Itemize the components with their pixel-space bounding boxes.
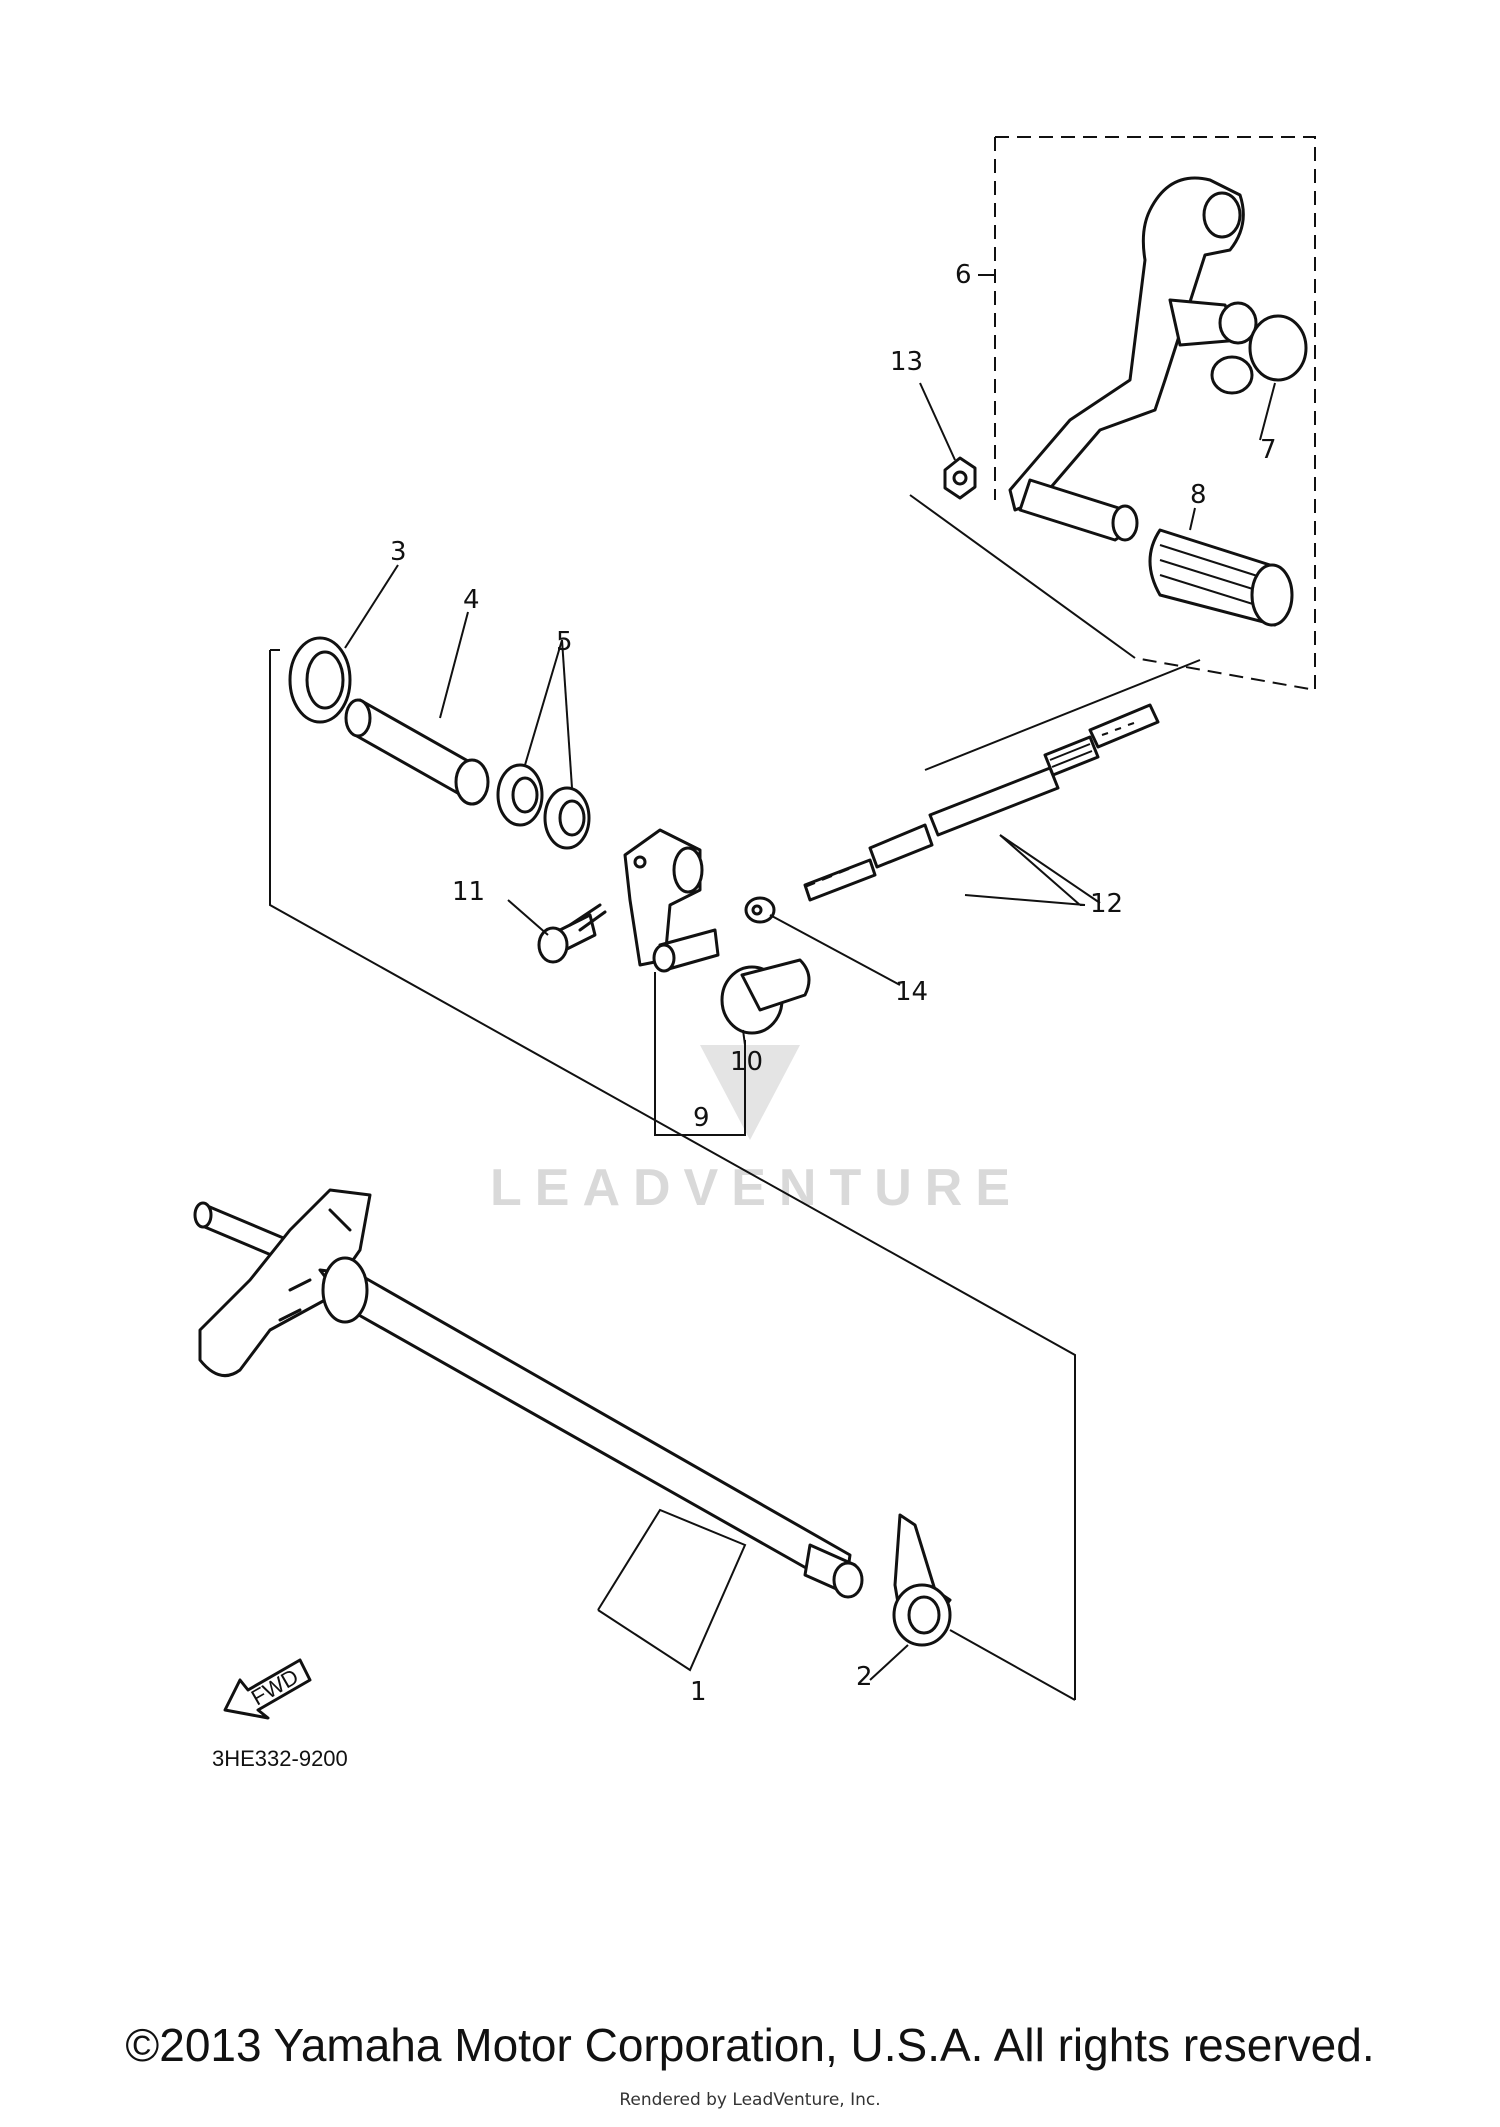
callout-1: 1 [690,1677,707,1707]
collar [344,698,490,806]
shift-arm [623,828,720,973]
ball-joint [720,958,811,1035]
bolt-11 [537,903,607,964]
callout-13: 13 [890,347,923,377]
callout-9: 9 [693,1103,710,1133]
watermark-text: LEADVENTURE [490,1159,1023,1217]
pedal-rubber [1148,528,1294,627]
callout-3: 3 [390,537,407,567]
lever-group-line-bottom [909,494,1136,659]
leadventure-watermark: LEADVENTURE [490,1045,1023,1217]
oil-seal [288,636,352,724]
callout-5: 5 [556,627,573,657]
callout-12: 12 [1090,889,1123,919]
shift-rod [803,703,1160,902]
callout-11: 11 [452,877,485,907]
return-spring [892,1513,952,1647]
pivot-bolt [1168,298,1308,395]
nut-14 [744,896,776,924]
rendered-by-notice: Rendered by LeadVenture, Inc. [619,2090,881,2110]
callout-8: 8 [1190,480,1207,510]
nut-13 [943,456,977,500]
callout-14: 14 [895,977,928,1007]
leader-lines [344,274,1276,1681]
lever-group-dashed-box [995,136,1316,692]
outer-bracket-left [269,650,1076,1700]
bracket-line-1-2 [949,1629,1076,1701]
fwd-arrow: FWD [223,1658,312,1720]
callout-2: 2 [856,1662,873,1692]
callout-numbers: 1 2 3 4 5 6 7 8 9 10 11 12 13 14 [390,260,1277,1707]
shift-shaft [193,1188,864,1599]
bushings [496,763,591,850]
callout-4: 4 [463,585,480,615]
callout-7: 7 [1260,435,1277,465]
bracket-line-12 [924,659,1201,771]
copyright-notice: ©2013 Yamaha Motor Corporation, U.S.A. A… [125,2019,1375,2071]
diagram-code: 3HE332-9200 [212,1746,348,1771]
shift-pedal-arm [1008,176,1245,542]
callout-10: 10 [730,1047,763,1077]
callout-6: 6 [955,260,972,290]
